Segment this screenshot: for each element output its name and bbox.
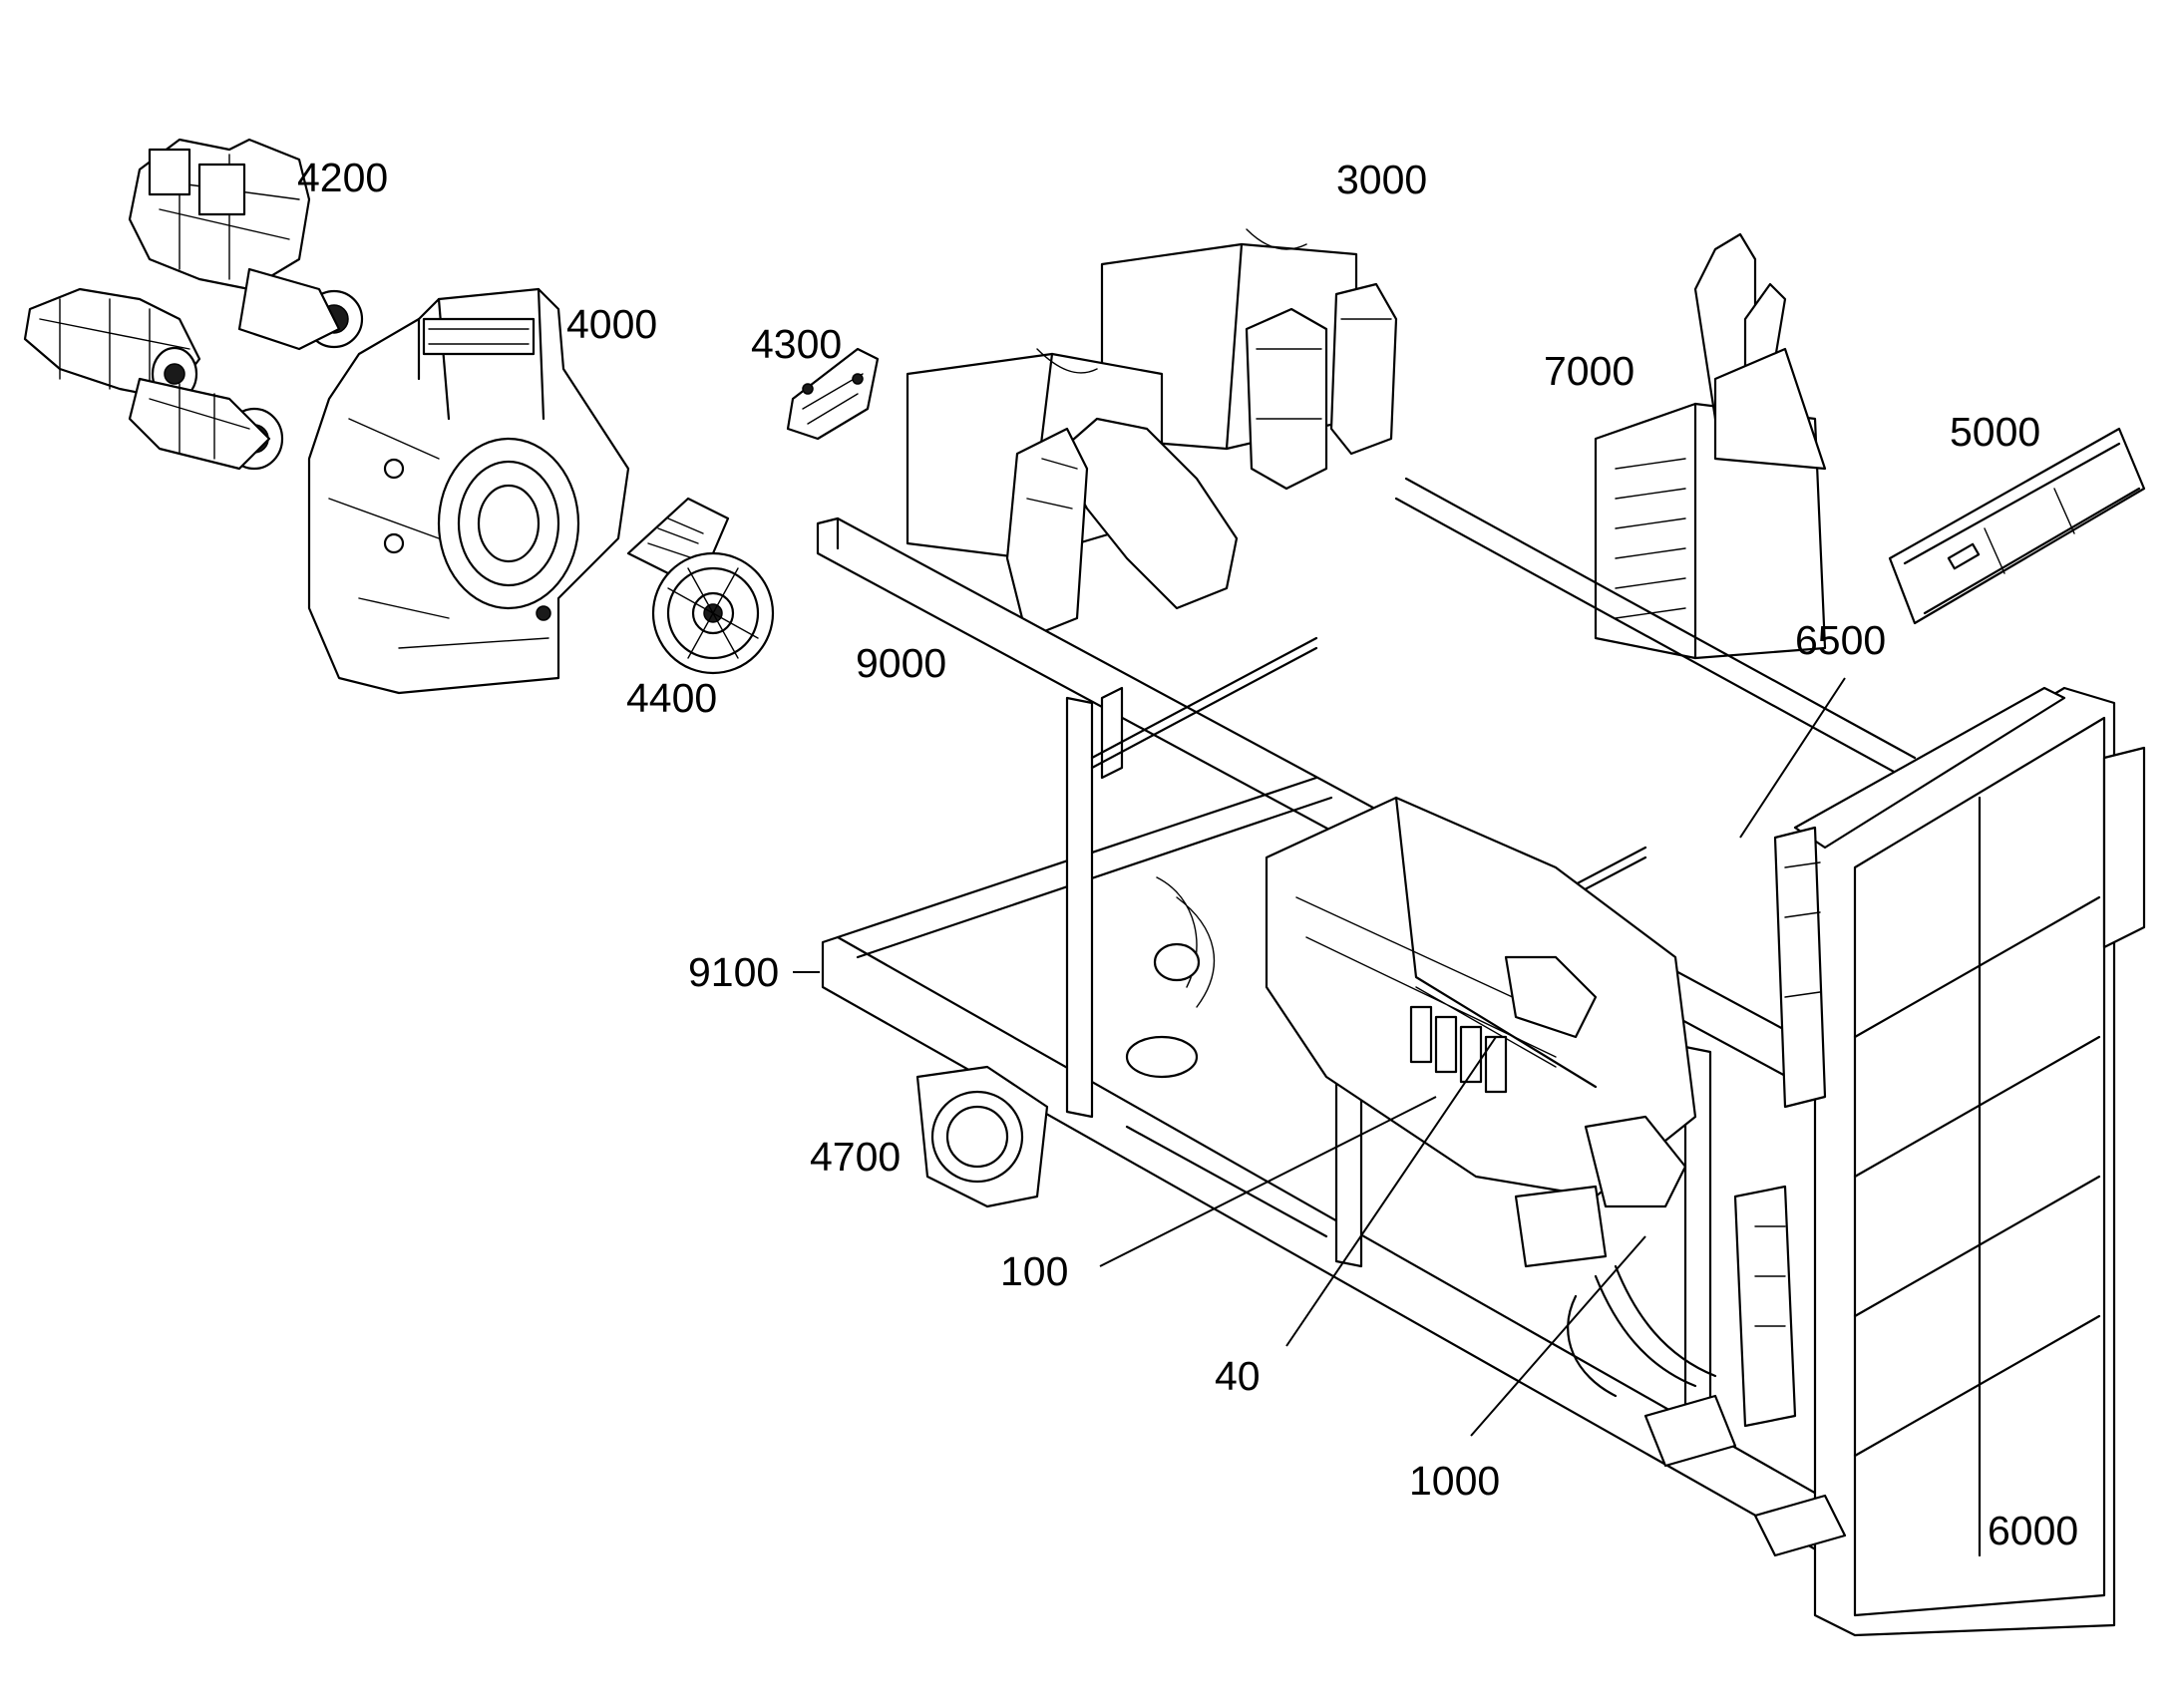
part-4000-gearbox (307, 287, 630, 695)
callout-40: 40 (1215, 1353, 1261, 1399)
part-6000-radiator (1643, 686, 2146, 1637)
part-3000-turbo-group (906, 228, 1398, 640)
part-4300-bracket (786, 347, 880, 441)
callout-4400: 4400 (626, 675, 718, 721)
callout-9000: 9000 (856, 640, 947, 686)
callout-100: 100 (1000, 1248, 1069, 1294)
callout-5000: 5000 (1950, 409, 2041, 455)
callout-4200: 4200 (297, 155, 389, 200)
part-5000-grille (1888, 427, 2146, 625)
callout-6000: 6000 (1988, 1508, 2079, 1553)
callout-4000: 4000 (566, 301, 658, 347)
callout-4700: 4700 (810, 1134, 902, 1180)
part-4200-pump-group (23, 138, 364, 471)
part-7000-air-cleaner (1594, 232, 1827, 660)
callout-4300: 4300 (751, 321, 843, 367)
part-40-engine (1125, 796, 1697, 1208)
callout-1000: 1000 (1409, 1458, 1501, 1504)
callout-3000: 3000 (1336, 157, 1428, 202)
callout-6500: 6500 (1795, 617, 1887, 663)
part-4400-fan (626, 497, 775, 675)
callout-9100: 9100 (688, 949, 780, 995)
part-1000-piping (1514, 1185, 1717, 1398)
callout-7000: 7000 (1544, 348, 1635, 394)
leader-lines (793, 677, 1846, 1437)
